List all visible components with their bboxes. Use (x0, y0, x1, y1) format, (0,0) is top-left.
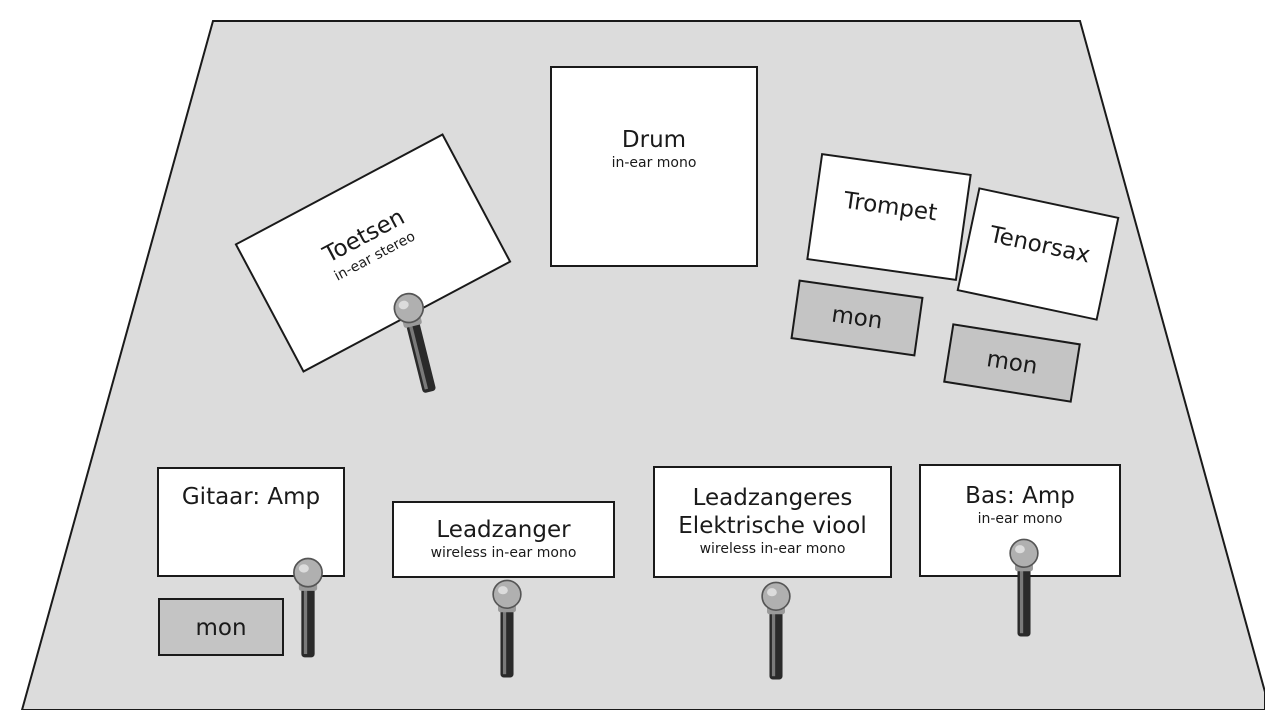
leadzangeres-label: Leadzangeres (692, 485, 853, 511)
trompet-position: Trompet (806, 152, 972, 282)
elektrische-viool-label: Elektrische viool (678, 513, 867, 539)
microphone-icon (393, 292, 436, 393)
leadzanger-label: Leadzanger (436, 517, 571, 543)
drum-monitoring: in-ear mono (611, 155, 697, 171)
leadzangeres-position: Leadzangeres Elektrische viool wireless … (653, 466, 892, 578)
drum-position: Drum in-ear mono (550, 66, 758, 267)
gitaar-label: Gitaar: Amp (181, 484, 321, 510)
leadzanger-monitoring: wireless in-ear mono (430, 545, 577, 561)
trompet-label: Trompet (842, 187, 939, 227)
tenorsax-label: Tenorsax (987, 221, 1093, 269)
microphone-icon (293, 557, 323, 658)
gitaar-monitor: mon (158, 598, 284, 656)
bas-monitoring: in-ear mono (977, 511, 1063, 527)
bas-label: Bas: Amp (965, 483, 1075, 509)
leadzanger-position: Leadzanger wireless in-ear mono (392, 501, 615, 578)
microphone-icon (1009, 538, 1039, 637)
leadzangeres-monitoring: wireless in-ear mono (699, 541, 846, 557)
gitaar-position: Gitaar: Amp (157, 467, 345, 577)
microphone-icon (492, 579, 522, 678)
microphone-icon (761, 581, 791, 680)
drum-label: Drum (621, 127, 687, 153)
